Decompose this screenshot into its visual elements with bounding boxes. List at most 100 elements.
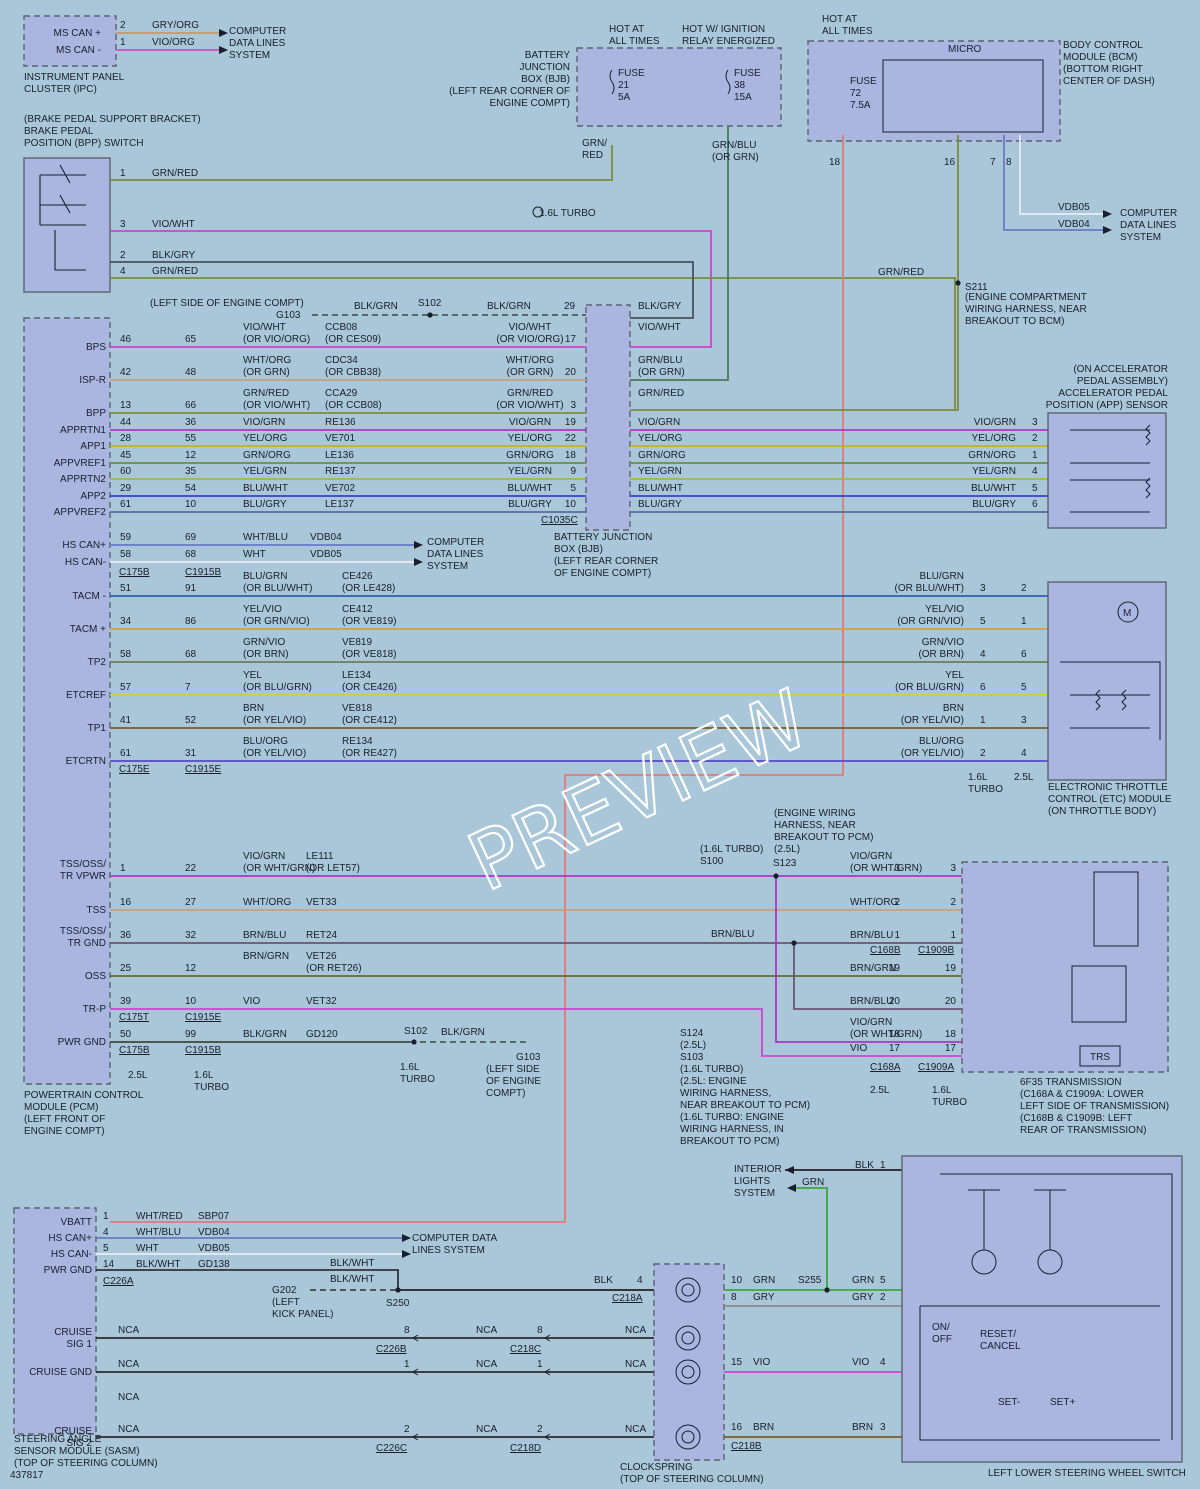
clockspring-coil-inner [681, 1283, 695, 1297]
pcm-etc-pin-2: 52 [185, 715, 197, 726]
pcm-wire-color: YEL/ORG [243, 433, 288, 444]
sasm-blk-wht-label-2: BLK/WHT [330, 1274, 374, 1285]
left-side-engine-compt: (LEFT SIDE OF ENGINE COMPT) [150, 298, 304, 309]
pcm-circuit-id: LE137 [325, 499, 354, 510]
conn-c1909b: C1909B [918, 945, 954, 956]
pcm-etc-pin: 57 [120, 682, 132, 693]
trans-pin-b: 17 [945, 1043, 957, 1054]
app-pin-number: 5 [1032, 483, 1038, 494]
fuse-symbols [609, 69, 731, 95]
pcm-wire-color: GRN/RED(OR VIO/WHT) [243, 388, 310, 411]
bpp-pin-number: 3 [120, 219, 126, 230]
pcm-trans-circuit: VET33 [306, 897, 337, 908]
cruise-pin: 8 [404, 1325, 410, 1336]
switch-blk-pin: 1 [880, 1160, 886, 1171]
pcm-pin-number: 46 [120, 334, 132, 345]
sasm-blk-pin: 4 [637, 1275, 643, 1286]
clockspring-coil-inner [681, 1331, 695, 1345]
bpp-pin-number: 4 [120, 266, 126, 277]
pcm-pin-number: 60 [120, 466, 132, 477]
trans-pin-b: 3 [950, 863, 956, 874]
bjb-pin-29: 29 [564, 301, 576, 312]
bcm-pin-number: 7 [990, 157, 996, 168]
splice-s102-dot [427, 312, 433, 318]
pcm-pin-number: 61 [120, 499, 132, 510]
switch-set-minus: SET- [998, 1397, 1020, 1408]
sasm-module-box [13, 1207, 97, 1435]
trans-wire-color: WHT/ORG [850, 897, 899, 908]
cruise-pin: 1 [404, 1359, 410, 1370]
trans-brn-blu-label: BRN/BLU [711, 929, 754, 940]
clockspring-pin: 16 [731, 1422, 743, 1433]
trans-wire-color: VIO [850, 1043, 867, 1054]
bcm-pin-number: 8 [1006, 157, 1012, 168]
bjb-right-wire: VIO/GRN [638, 417, 680, 428]
app-pin-number: 2 [1032, 433, 1038, 444]
bjb-grn-red-label: GRN/RED [582, 138, 607, 161]
trans-pin-a: 18 [889, 1029, 901, 1040]
clockspring-pin: 10 [731, 1275, 743, 1286]
pcm-etc-circuit: VE819(OR VE818) [342, 637, 396, 660]
pcm-trans-pin: 25 [120, 963, 132, 974]
trans-gnd-branch-wire [793, 943, 962, 1010]
bjb-pin-number: 17 [565, 334, 577, 345]
app-pin-number: 4 [1032, 466, 1038, 477]
pcm-etc-circuit: LE134(OR CE426) [342, 670, 397, 693]
connector-tick [412, 1433, 419, 1441]
trans-wire-color: BRN/BLU [850, 996, 893, 1007]
pcm-can-pin: 59 [120, 532, 132, 543]
bjb-pin-number: 19 [565, 417, 577, 428]
pcm-trans-label: TSS/OSS/TR VPWR [60, 859, 106, 882]
steering-switch-name: LEFT LOWER STEERING WHEEL SWITCH [988, 1468, 1186, 1479]
trans-pin-b: 20 [945, 996, 957, 1007]
bpp-switch-contacts [39, 164, 86, 271]
etc-pin-a: 4 [980, 649, 986, 660]
conn-c1915b: C1915B [185, 567, 221, 578]
app-pin-number: 1 [1032, 450, 1038, 461]
bjb-right-wire: BLU/GRY [638, 499, 682, 510]
app-sensor-box [1047, 412, 1167, 529]
pcm-trans-wire: BLK/GRN [243, 1029, 287, 1040]
pcm-module-box [23, 317, 111, 1085]
ipc-wire-color: GRY/ORG [152, 20, 199, 31]
pcm-pin-number-2: 48 [185, 367, 197, 378]
pcm-trans-pin-2: 32 [185, 930, 197, 941]
pcm-circuit-id: LE136 [325, 450, 354, 461]
pcm-trans-circuit: VET26(OR RET26) [306, 951, 362, 974]
pcm-pin-number: 44 [120, 417, 132, 428]
pcm-trans-pin-2: 22 [185, 863, 197, 874]
bjb-pin-number: 18 [565, 450, 577, 461]
clockspring-coil [675, 1424, 701, 1450]
bcm-vdb04-label: VDB04 [1058, 219, 1090, 230]
clockspring-coil-inner [681, 1365, 695, 1379]
conn-c175b: C175B [119, 567, 150, 578]
pcm-trans-wire: BRN/GRN [243, 951, 289, 962]
trs-box [1079, 1045, 1121, 1067]
etc-module-box [1047, 581, 1167, 781]
trans-pin-b: 19 [945, 963, 957, 974]
pcm-trans-label: PWR GND [58, 1037, 106, 1048]
sasm-blk-label: BLK [594, 1275, 613, 1286]
bjb-right-wire: GRN/ORG [638, 450, 686, 461]
pcm-wire-color: BLU/GRY [243, 499, 287, 510]
ground-g103: G103 [276, 310, 301, 321]
bpp-wire-color: GRN/RED [152, 266, 198, 277]
clockspring-pin: 15 [731, 1357, 743, 1368]
app-wire-color: VIO/GRN [974, 417, 1016, 428]
pcm-trans-pin-2: 12 [185, 963, 197, 974]
bjb-blk-gry-wire [302, 261, 694, 319]
cruise-conn: C226B [376, 1344, 407, 1355]
conn-c1915b-2: C1915B [185, 1045, 221, 1056]
pcm-pin-number: 13 [120, 400, 132, 411]
bcm-vdb05-label: VDB05 [1058, 202, 1090, 213]
switch-blk-label: BLK [855, 1160, 874, 1171]
sasm-pin-number: 5 [103, 1243, 109, 1254]
